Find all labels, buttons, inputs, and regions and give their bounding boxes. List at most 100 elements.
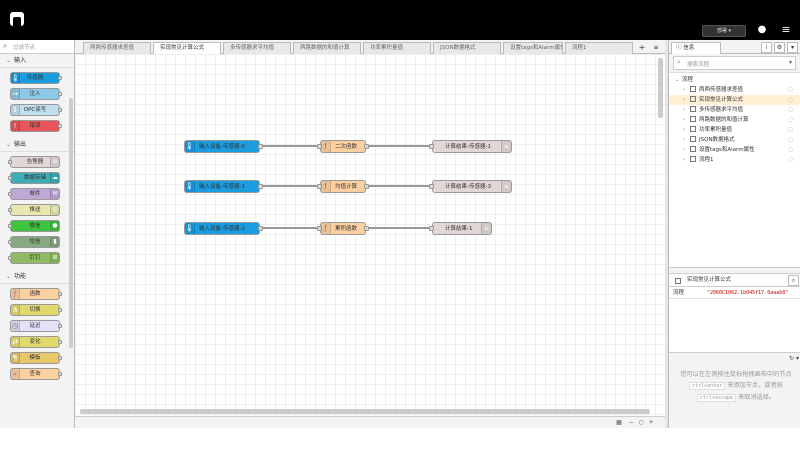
sidebar-search-input[interactable]: 搜索流程 bbox=[687, 62, 710, 68]
flow-node-source-0[interactable]: 🌡输入设备-传感器-0 bbox=[184, 140, 263, 153]
flow-node-source-2[interactable]: 🌡输入设备-传感器-2 bbox=[184, 222, 263, 235]
add-tab-icon[interactable]: + bbox=[638, 43, 646, 52]
info-row: 流程 "2060C1062.1b045f17.0aaab8" bbox=[669, 287, 800, 299]
tab-flow-4[interactable]: 两路数据的和值计算 bbox=[293, 42, 361, 54]
tab-flow-3[interactable]: 多传感器求平均值 bbox=[223, 42, 291, 54]
workspace-horizontal-scrollbar[interactable] bbox=[80, 409, 650, 414]
palette-category-output[interactable]: ⌄输出 bbox=[0, 138, 74, 152]
input-port[interactable] bbox=[317, 184, 322, 189]
flow-node-out-0[interactable]: 计算结果-传感器-1≡ bbox=[429, 140, 512, 153]
input-port[interactable] bbox=[317, 144, 322, 149]
dropdown-icon[interactable]: ▾ bbox=[787, 42, 798, 53]
tab-flow-8[interactable]: 流程1 bbox=[565, 42, 633, 54]
flow-node-source-1[interactable]: 🌡输入设备-传感器-1 bbox=[184, 180, 263, 193]
eye-icon[interactable]: ◌ bbox=[787, 136, 793, 143]
palette-search-input[interactable]: 过滤节点 bbox=[13, 45, 36, 51]
palette-node-inject[interactable]: →注入 bbox=[10, 88, 62, 100]
collapse-icon[interactable]: ▾ bbox=[795, 355, 799, 362]
eye-icon[interactable]: ◌ bbox=[787, 106, 793, 113]
palette-node-sensor[interactable]: 🌡传感器 bbox=[10, 72, 62, 84]
tree-item-selected[interactable]: ›实现常见计算公式◌ bbox=[669, 95, 800, 105]
palette-node-alarm[interactable]: 告警器≡ bbox=[8, 156, 60, 168]
workspace-vertical-scrollbar[interactable] bbox=[658, 58, 663, 118]
refresh-icon[interactable]: ↻ bbox=[789, 355, 795, 362]
palette-category-input[interactable]: ⌄输入 bbox=[0, 54, 74, 68]
palette-node-opc[interactable]: ↕OPC读写 bbox=[10, 104, 62, 116]
info-tab-icon[interactable]: i bbox=[761, 42, 772, 53]
palette-node-dingtalk[interactable]: 钉钉≣ bbox=[8, 252, 60, 264]
palette-node-push[interactable]: 推送◎ bbox=[8, 204, 60, 216]
flow-node-out-2[interactable]: 计算结果-1≡ bbox=[429, 222, 492, 235]
palette-scrollbar[interactable] bbox=[69, 98, 73, 348]
zoom-reset-icon[interactable]: ○ bbox=[638, 419, 644, 426]
node-label: 推送 bbox=[29, 207, 41, 213]
chevron-right-icon: › bbox=[683, 127, 686, 133]
tree-item[interactable]: ›功率累积量值◌ bbox=[669, 125, 800, 135]
tab-flow-1[interactable]: 两两传感器求差值 bbox=[83, 42, 151, 54]
navigator-icon[interactable]: ▦ bbox=[616, 419, 622, 426]
info-value[interactable]: "2060C1062.1b045f17.0aaab8" bbox=[707, 290, 789, 296]
eye-icon[interactable]: ◌ bbox=[787, 156, 793, 163]
tab-flow-2[interactable]: 实现常见计算公式 bbox=[153, 42, 221, 55]
input-port[interactable] bbox=[429, 226, 434, 231]
tree-item[interactable]: ›两两传感器求差值◌ bbox=[669, 85, 800, 95]
tree-item[interactable]: ›多传感器求平均值◌ bbox=[669, 105, 800, 115]
palette-category-function[interactable]: ⌄功能 bbox=[0, 270, 74, 284]
palette-search[interactable]: ⌕ 过滤节点 bbox=[0, 40, 74, 54]
tab-flow-7[interactable]: 设置tags和Alarm属性 bbox=[503, 42, 563, 54]
palette-node-switch[interactable]: ⋔切换 bbox=[10, 304, 62, 316]
tree-root[interactable]: ⌄流程 bbox=[669, 75, 800, 85]
tree-item[interactable]: ›流程1◌ bbox=[669, 155, 800, 165]
zoom-in-icon[interactable]: + bbox=[648, 419, 654, 426]
sidebar-separator[interactable] bbox=[665, 40, 668, 428]
palette-node-sms[interactable]: 短信▮ bbox=[8, 236, 60, 248]
palette-node-change[interactable]: ⇄变化 bbox=[10, 336, 62, 348]
debug-tab-icon[interactable]: ⚙ bbox=[774, 42, 785, 53]
input-port[interactable] bbox=[429, 144, 434, 149]
palette-node-store[interactable]: 数据存储☁ bbox=[8, 172, 60, 184]
palette-node-error[interactable]: !错误 bbox=[10, 120, 62, 132]
workspace-footer: − ○ + ▦ bbox=[75, 416, 665, 428]
eye-icon[interactable]: ◌ bbox=[787, 96, 793, 103]
palette-node-wechat[interactable]: 微信● bbox=[8, 220, 60, 232]
output-port[interactable] bbox=[258, 226, 263, 231]
chevron-down-icon: ⌄ bbox=[6, 57, 12, 64]
sidebar-search[interactable]: ⌕ 搜索流程 ▾ bbox=[673, 56, 796, 70]
deploy-button[interactable]: 部署 ▾ bbox=[702, 25, 746, 37]
palette-node-email[interactable]: 邮件✉ bbox=[8, 188, 60, 200]
input-port[interactable] bbox=[429, 184, 434, 189]
output-port[interactable] bbox=[364, 144, 369, 149]
eye-icon[interactable]: ◌ bbox=[787, 126, 793, 133]
palette-node-delay[interactable]: ◷延迟 bbox=[10, 320, 62, 332]
tab-flow-5[interactable]: 功率累积量值 bbox=[363, 42, 431, 54]
node-label: 数据存储 bbox=[23, 175, 46, 181]
output-port[interactable] bbox=[364, 226, 369, 231]
tab-flow-6[interactable]: JSON数据格式 bbox=[433, 42, 501, 54]
zoom-out-icon[interactable]: − bbox=[628, 419, 634, 426]
flow-node-out-1[interactable]: 计算结果-传感器-3≡ bbox=[429, 180, 512, 193]
tree-item[interactable]: ›设置tags和Alarm属性◌ bbox=[669, 145, 800, 155]
tab-info[interactable]: ⓘ 信息 bbox=[671, 42, 721, 54]
menu-icon[interactable]: ≡ bbox=[781, 23, 791, 36]
chevron-down-icon[interactable]: ▾ bbox=[788, 59, 792, 66]
tree-item[interactable]: ›JSON数据格式◌ bbox=[669, 135, 800, 145]
user-icon[interactable]: ● bbox=[757, 24, 767, 35]
eye-icon[interactable]: ◌ bbox=[787, 116, 793, 123]
tree-item[interactable]: ›两路数据的和值计算◌ bbox=[669, 115, 800, 125]
input-port[interactable] bbox=[317, 226, 322, 231]
eye-icon[interactable]: ◌ bbox=[787, 146, 793, 153]
output-port[interactable] bbox=[258, 144, 263, 149]
output-port[interactable] bbox=[258, 184, 263, 189]
tab-list-icon[interactable]: ≡ bbox=[653, 44, 659, 51]
eye-icon[interactable]: ◌ bbox=[787, 86, 793, 93]
palette-node-query[interactable]: ⌕查询 bbox=[10, 368, 62, 380]
search-icon[interactable]: ⌕ bbox=[788, 275, 799, 286]
palette-node-template[interactable]: ¶模板 bbox=[10, 352, 62, 364]
output-port[interactable] bbox=[364, 184, 369, 189]
dingtalk-icon: ≣ bbox=[50, 253, 59, 263]
